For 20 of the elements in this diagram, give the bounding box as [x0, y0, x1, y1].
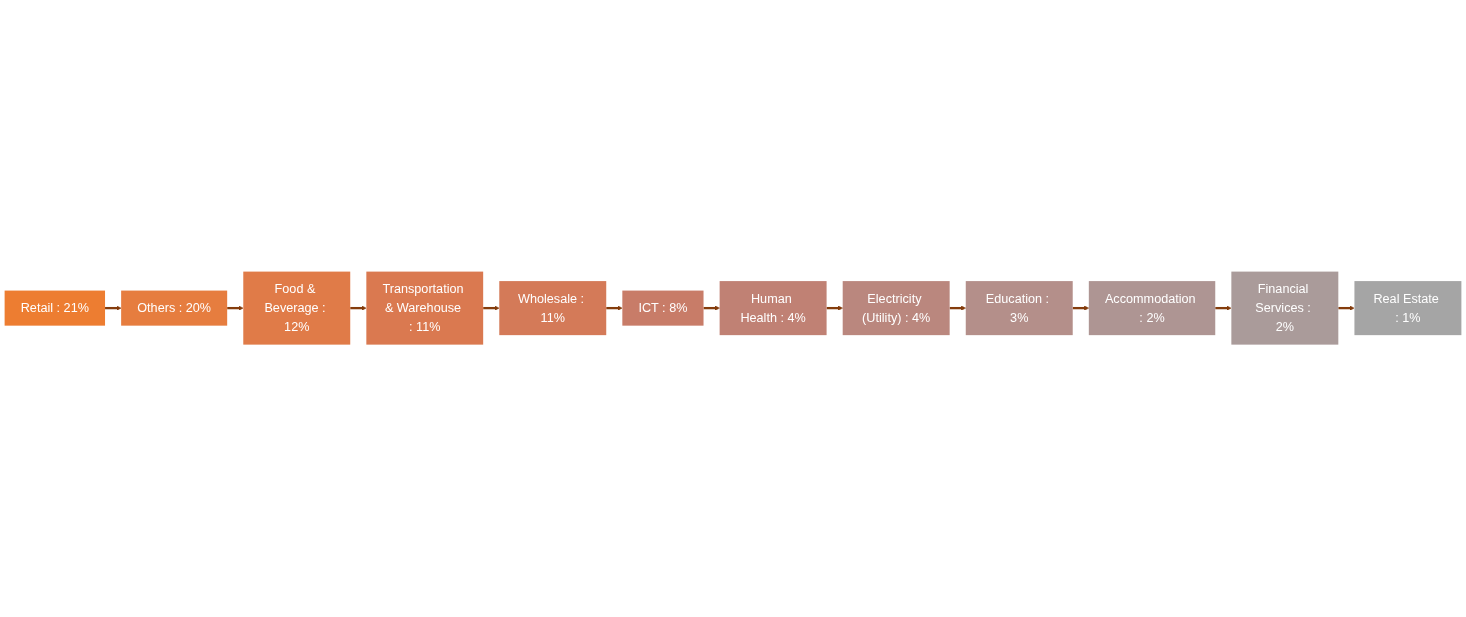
- node-box: Food & Beverage : 12%: [243, 272, 351, 345]
- node-box: Human Health : 4%: [719, 281, 827, 336]
- arrow: [1338, 305, 1355, 311]
- arrow: [1215, 305, 1232, 311]
- arrow: [227, 305, 244, 311]
- node-box: Others : 20%: [121, 290, 228, 327]
- node-box: Accommodation : 2%: [1088, 281, 1216, 336]
- arrow: [483, 305, 500, 311]
- node-box: Electricity (Utility) : 4%: [842, 281, 950, 336]
- arrow: [949, 305, 966, 311]
- node-box: Education : 3%: [965, 281, 1073, 336]
- node-box: Wholesale : 11%: [499, 281, 607, 336]
- arrow: [350, 305, 367, 311]
- node-box: ICT : 8%: [622, 290, 704, 327]
- arrow: [606, 305, 623, 311]
- node-box: Transportation & Warehouse : 11%: [366, 272, 484, 345]
- arrow: [703, 305, 720, 311]
- node-box: Retail : 21%: [4, 290, 106, 327]
- node-box: Financial Services : 2%: [1231, 272, 1339, 345]
- node-box: Real Estate : 1%: [1354, 281, 1462, 336]
